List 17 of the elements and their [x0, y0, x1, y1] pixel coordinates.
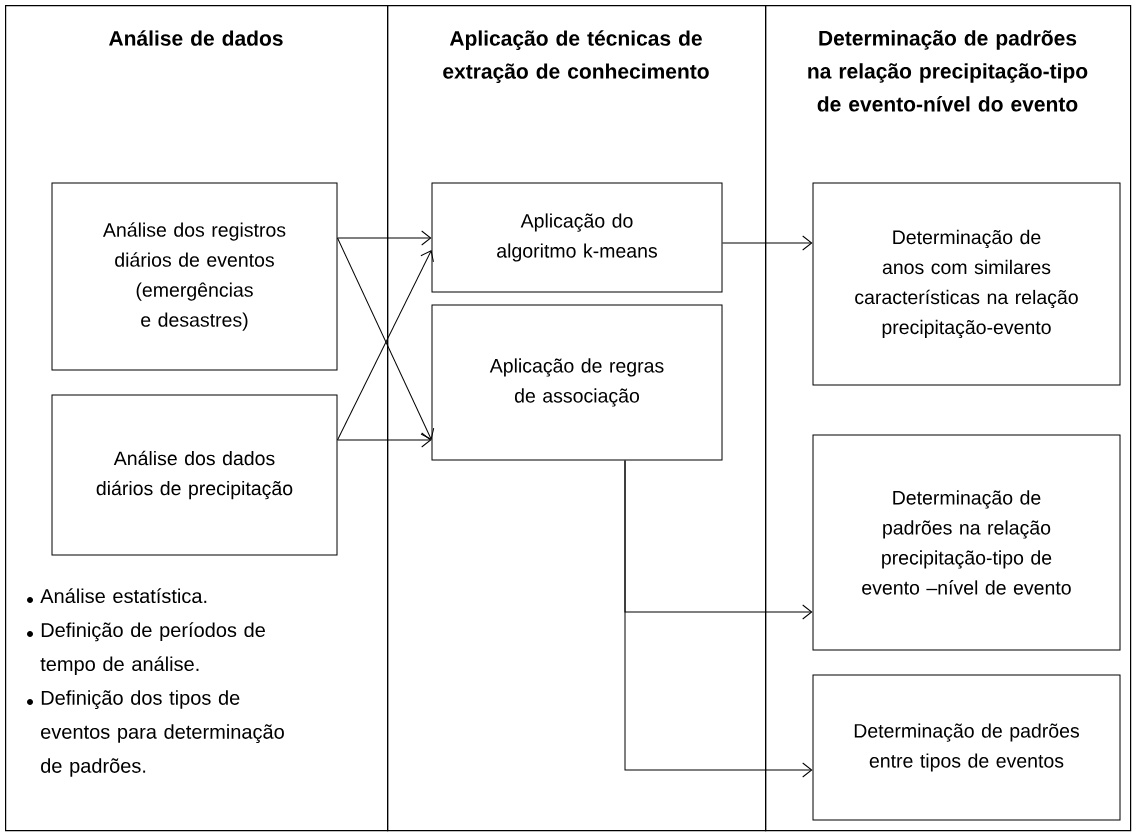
arrow [722, 235, 813, 251]
process-box: Determinação de anos com similares características na relação precipitação-evento [812, 182, 1121, 386]
process-box: Análise dos registros diários de eventos (emergências e desastres) [51, 182, 338, 371]
arrow [337, 432, 432, 448]
process-box: Determinação de padrões entre tipos de eventos [812, 674, 1121, 821]
bullet-item: Análise estatística. [27, 588, 207, 604]
column-heading: Análise de dados [109, 30, 283, 46]
process-box: Determinação de padrões na relação precipitação-tipo de evento –nível de evento [812, 434, 1121, 651]
bullet-item: Definição dos tipos de eventos para determinação de padrões. [27, 690, 284, 777]
bullet-item: Definição de períodos de tempo de análise. [27, 622, 265, 676]
process-box: Análise dos dados diários de precipitação [51, 394, 338, 556]
column-heading: Determinação de padrões na relação precipitação-tipo de evento-nível do evento [808, 30, 1088, 112]
column-heading: Aplicação de técnicas de extração de conhecimento [443, 30, 709, 83]
arrow [337, 230, 432, 246]
process-box: Aplicação do algoritmo k-means [431, 182, 723, 293]
arrow [624, 460, 813, 778]
process-box: Aplicação de regras de associação [431, 304, 723, 461]
